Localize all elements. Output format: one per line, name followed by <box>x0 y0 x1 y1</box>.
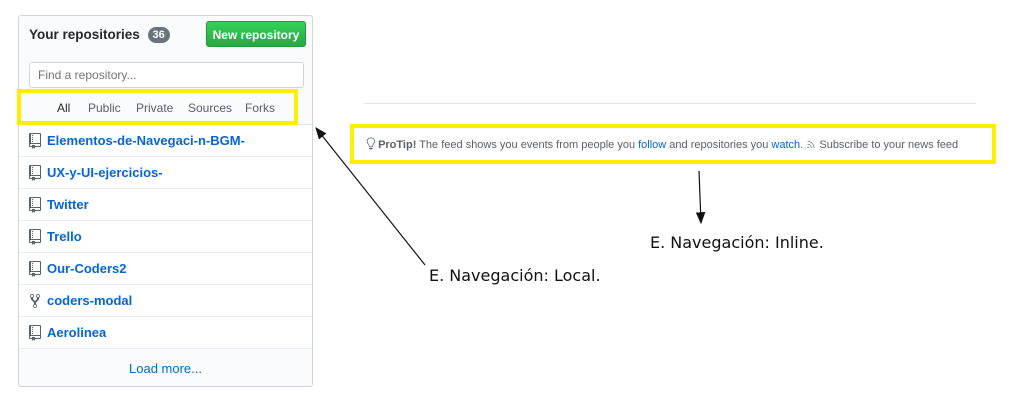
repository-filter-tabs: All Public Private Sources Forks <box>19 94 312 124</box>
repo-name[interactable]: Twitter <box>47 197 89 212</box>
annotation-inline: E. Navegación: Inline. <box>650 233 824 252</box>
protip-line: ProTip! The feed shows you events from p… <box>366 137 958 151</box>
tab-forks[interactable]: Forks <box>245 101 275 115</box>
protip-text-2: and repositories you <box>666 139 772 151</box>
rss-icon <box>807 141 815 148</box>
repo-name[interactable]: Trello <box>47 229 82 244</box>
repositories-title: Your repositories 36 <box>29 27 170 43</box>
local-arrow <box>315 127 426 266</box>
repo-icon <box>29 165 41 181</box>
tab-public[interactable]: Public <box>88 101 121 115</box>
tab-sources[interactable]: Sources <box>188 101 233 115</box>
fork-icon <box>30 294 40 308</box>
protip-text-3: . <box>800 139 804 151</box>
tab-all[interactable]: All <box>57 101 71 115</box>
inline-navigation-highlight <box>350 124 996 164</box>
subscribe-news-feed-link[interactable]: Subscribe to your news feed <box>819 139 959 151</box>
light-bulb-icon <box>366 137 375 150</box>
repo-icon <box>29 197 41 213</box>
repo-name[interactable]: Elementos-de-Navegaci-n-BGM- <box>47 133 245 148</box>
repo-icon <box>29 261 41 277</box>
new-repository-button[interactable]: New repository <box>206 21 306 47</box>
repositories-panel: Your repositories 36 New repository All … <box>18 15 313 387</box>
list-item[interactable]: Trello <box>19 221 312 253</box>
watch-link[interactable]: watch <box>771 139 801 151</box>
repositories-title-text: Your repositories <box>29 27 140 42</box>
protip-label: ProTip! <box>378 139 417 151</box>
tab-private[interactable]: Private <box>136 101 174 115</box>
feed-divider <box>364 103 976 104</box>
find-repository-input[interactable] <box>29 62 304 88</box>
list-item[interactable]: Twitter <box>19 189 312 221</box>
repositories-header: Your repositories 36 New repository <box>19 16 312 54</box>
local-navigation-highlight <box>17 89 298 125</box>
repo-name[interactable]: Our-Coders2 <box>47 261 127 276</box>
repository-list: Elementos-de-Navegaci-n-BGM- UX-y-UI-eje… <box>19 125 312 349</box>
protip-text-1: The feed shows you events from people yo… <box>416 139 639 151</box>
list-item[interactable]: UX-y-UI-ejercicios- <box>19 157 312 189</box>
repo-icon <box>29 133 41 149</box>
repo-name[interactable]: coders-modal <box>47 293 133 308</box>
repo-icon <box>29 325 41 341</box>
repo-icon <box>29 229 41 245</box>
annotation-local: E. Navegación: Local. <box>429 266 601 285</box>
inline-arrow <box>695 170 706 225</box>
follow-link[interactable]: follow <box>638 139 667 151</box>
list-item[interactable]: coders-modal <box>19 285 312 317</box>
repo-name[interactable]: UX-y-UI-ejercicios- <box>47 165 163 180</box>
list-item[interactable]: Elementos-de-Navegaci-n-BGM- <box>19 125 312 157</box>
repo-name[interactable]: Aerolinea <box>47 325 107 340</box>
list-item[interactable]: Our-Coders2 <box>19 253 312 285</box>
list-item[interactable]: Aerolinea <box>19 317 312 349</box>
repositories-count-badge: 36 <box>147 27 170 43</box>
load-more-link[interactable]: Load more... <box>129 361 202 376</box>
